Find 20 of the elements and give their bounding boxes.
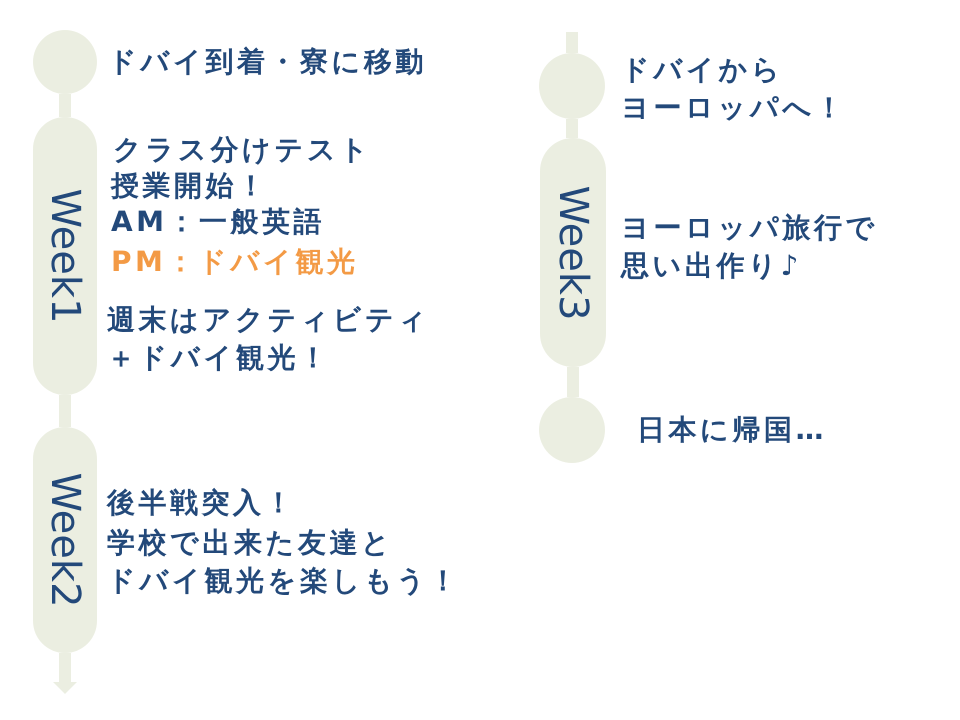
week-label: Week1 <box>45 188 85 324</box>
schedule-text: ヨーロッパ旅行で思い出作り♪ <box>621 210 878 284</box>
schedule-text: クラス分けテスト <box>113 132 372 168</box>
schedule-text: ドバイからヨーロッパへ！ <box>621 52 846 126</box>
schedule-text: ドバイ到着・寮に移動 <box>108 44 427 80</box>
connector-line <box>566 119 578 138</box>
schedule-text: AM：一般英語 <box>111 204 326 240</box>
week-label: Week3 <box>553 184 593 320</box>
schedule-text: 授業開始！ <box>111 168 268 204</box>
schedule-text: PM：ドバイ観光 <box>111 244 358 280</box>
schedule-text: 週末はアクティビティ＋ドバイ観光！ <box>107 302 430 376</box>
arrow <box>53 653 77 694</box>
connector-line <box>567 367 579 397</box>
week-label: Week2 <box>45 472 85 608</box>
connector-line <box>566 32 578 53</box>
connector-line <box>59 395 71 427</box>
schedule-text: 後半戦突入！ <box>107 485 296 521</box>
schedule-text: 学校で出来た友達とドバイ観光を楽しもう！ <box>107 525 460 599</box>
connector-line <box>59 94 71 117</box>
schedule-text: 日本に帰国… <box>637 412 827 448</box>
